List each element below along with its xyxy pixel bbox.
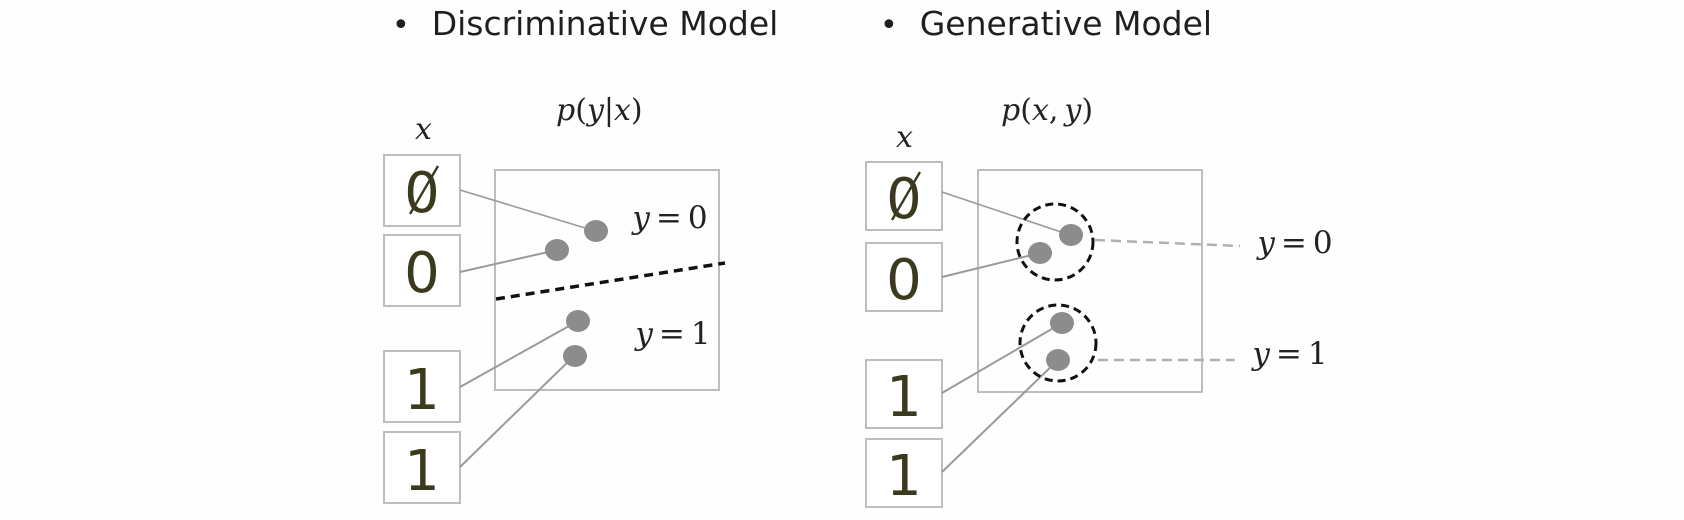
class-label-y1: y=1 [1250, 336, 1327, 372]
data-point [563, 345, 587, 367]
conditional-distribution-label: p(y|x) [556, 93, 643, 128]
digit-box-0b [383, 234, 461, 307]
bullet-icon: • [880, 8, 898, 43]
bullet-icon: • [392, 8, 410, 43]
feature-space-box [977, 169, 1203, 393]
decision-boundary [495, 261, 726, 301]
class-label-y0: y=0 [630, 200, 707, 236]
connector-line [459, 189, 596, 232]
connector-line [459, 320, 579, 388]
class-label-y1: y=1 [633, 316, 710, 352]
digit-1a: 1 [404, 358, 440, 423]
digit-slash-stroke [890, 171, 922, 221]
data-point [1050, 312, 1074, 334]
digit-0b: 0 [404, 241, 440, 306]
input-x-label: x [415, 112, 432, 147]
generative-model-heading: • Generative Model [880, 4, 1212, 43]
joint-distribution-label: p(x,y) [1001, 93, 1093, 128]
class-cluster-y0 [1015, 202, 1095, 282]
digit-box-0b [865, 242, 943, 312]
digit-box-0a [865, 161, 943, 231]
digit-box-1b [865, 438, 943, 508]
connector-line [941, 322, 1063, 394]
digit-1b: 1 [886, 444, 922, 509]
discriminative-diagram: p(y|x) x 0 0 1 1 [383, 93, 726, 504]
feature-space-box [494, 169, 720, 391]
class-cluster-y1 [1018, 303, 1098, 383]
generative-model-title: Generative Model [919, 4, 1213, 43]
digit-0b: 0 [886, 248, 922, 313]
digit-box-1a [865, 359, 943, 429]
digit-1b: 1 [404, 439, 440, 504]
data-point [566, 310, 590, 332]
connector-line [459, 355, 575, 468]
digit-box-1b [383, 431, 461, 504]
input-x-label: x [896, 120, 913, 155]
data-point [1028, 242, 1052, 264]
connector-line [459, 249, 558, 273]
discriminative-model-title: Discriminative Model [431, 4, 779, 43]
connector-line [941, 191, 1071, 236]
discriminative-model-heading: • Discriminative Model [392, 4, 778, 43]
data-point [584, 220, 608, 242]
data-point [1046, 349, 1070, 371]
generative-diagram: p(x,y) x 0 0 1 1 [865, 93, 1333, 509]
data-point [545, 239, 569, 261]
connector-line [941, 359, 1059, 473]
class-label-y0: y=0 [1255, 225, 1332, 261]
digit-1a: 1 [886, 365, 922, 430]
connector-line [941, 252, 1041, 278]
digit-slash-stroke [408, 165, 440, 215]
label-link [1094, 238, 1241, 248]
digit-box-1a [383, 350, 461, 423]
data-point [1059, 224, 1083, 246]
